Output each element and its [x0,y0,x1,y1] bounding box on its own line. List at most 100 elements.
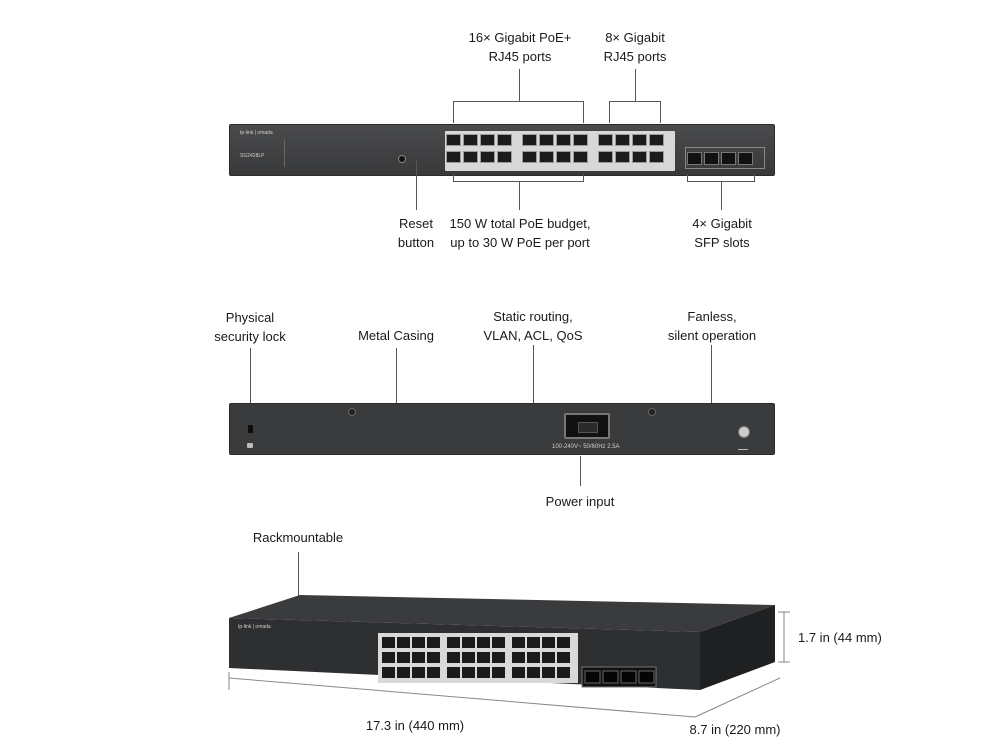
rj45-port-3d [382,637,395,648]
rj45-port-3d [412,667,425,678]
power-input-label: Power input [545,494,615,509]
screw-left [348,408,356,416]
rj45-port[interactable] [598,151,613,163]
rj45-port-3d [462,667,475,678]
metal-casing-label: Metal Casing [358,328,434,343]
security-lock-label: Physical security lock [214,310,286,344]
rj45-port-3d [557,637,570,648]
rj45-port[interactable] [632,134,647,146]
poe-bracket-stem [519,69,520,101]
chassis-top [229,595,775,632]
rj45-port-3d [382,652,395,663]
rj45-port[interactable] [649,134,664,146]
gigabit-ports-label: 8× Gigabit RJ45 ports [603,30,667,64]
rj45-port[interactable] [446,151,461,163]
rj45-port[interactable] [615,134,630,146]
poe-ports-label: 16× Gigabit PoE+ RJ45 ports [468,30,572,64]
rj45-port[interactable] [539,134,554,146]
rj45-port[interactable] [632,151,647,163]
rj45-port[interactable] [556,151,571,163]
sfp-bracket-stem [721,182,722,210]
sfp-slot-3d [584,670,601,684]
dim-width-line [228,677,696,718]
rj45-port-3d [477,637,490,648]
screw-right [648,408,656,416]
poe-budget-label: 150 W total PoE budget, up to 30 W PoE p… [449,216,591,250]
rj45-port-3d [557,652,570,663]
ground-icon [738,444,748,450]
rear-panel: 100-240V~ 50/60Hz 2.5A [229,403,775,455]
rj45-port[interactable] [539,151,554,163]
rj45-port-3d [397,652,410,663]
sfp-slot-group [685,147,765,169]
rj45-port[interactable] [480,134,495,146]
poe-bracket-bar [453,101,584,102]
sfp-slots-label: 4× Gigabit SFP slots [692,216,752,250]
reset-button[interactable] [398,155,406,163]
lock-icon [247,443,253,448]
rj45-port-3d [382,667,395,678]
poe-budget-bracket-stem [519,182,520,210]
rj45-port-3d [397,667,410,678]
rj45-port-3d [492,637,505,648]
rj45-port-3d [527,652,540,663]
rj45-port[interactable] [649,151,664,163]
rj45-port-3d [512,652,525,663]
sfp-slot[interactable] [721,152,736,165]
dim-depth-line [694,677,781,718]
rj45-port-3d [477,667,490,678]
gig-bracket-stem [635,69,636,101]
rj45-port-3d [427,652,440,663]
rj45-port-3d [397,637,410,648]
sfp-slot[interactable] [704,152,719,165]
rj45-port[interactable] [573,151,588,163]
rj45-port-3d [427,667,440,678]
rj45-port-3d [492,667,505,678]
rackmountable-label: Rackmountable [252,530,344,545]
rj45-port[interactable] [497,134,512,146]
rj45-port-3d [412,652,425,663]
rj45-port-3d [492,652,505,663]
security-lock-slot[interactable] [248,425,253,433]
rj45-port-3d [412,637,425,648]
ground-screw [738,426,750,438]
rj45-port[interactable] [615,151,630,163]
rj45-port-3d [462,637,475,648]
rj45-port[interactable] [446,134,461,146]
routing-features-label: Static routing, VLAN, ACL, QoS [483,309,583,343]
reset-pointer [416,160,417,210]
width-dimension-label: 17.3 in (440 mm) [365,718,465,733]
sfp-slot-3d [620,670,637,684]
rj45-port[interactable] [522,151,537,163]
rj45-port-3d [542,667,555,678]
rj45-port-3d [447,667,460,678]
brand-logo: tp-link | omada [240,130,273,136]
rj45-port[interactable] [497,151,512,163]
sfp-slot-3d [638,670,655,684]
rj45-port[interactable] [480,151,495,163]
rj45-port-3d [527,667,540,678]
rj45-port-3d [512,667,525,678]
sfp-slot[interactable] [687,152,702,165]
rj45-port-3d [462,652,475,663]
power-socket[interactable] [564,413,610,439]
rj45-port-3d [512,637,525,648]
height-dimension-label: 1.7 in (44 mm) [798,630,882,645]
gig-bracket-bar [609,101,661,102]
rj45-port[interactable] [556,134,571,146]
sfp-slot[interactable] [738,152,753,165]
rj45-port[interactable] [598,134,613,146]
rj45-port[interactable] [573,134,588,146]
rj45-port-3d [447,637,460,648]
reset-button-label: Reset button [397,216,435,250]
rj45-port[interactable] [463,134,478,146]
rj45-port[interactable] [522,134,537,146]
rj45-port-3d [427,637,440,648]
led-panel [284,139,385,167]
power-rating: 100-240V~ 50/60Hz 2.5A [552,444,620,450]
perspective-brand-logo: tp-link | omada [238,624,271,630]
rj45-port-3d [447,652,460,663]
rj45-port[interactable] [463,151,478,163]
model-label: SG2428LP [240,153,265,159]
